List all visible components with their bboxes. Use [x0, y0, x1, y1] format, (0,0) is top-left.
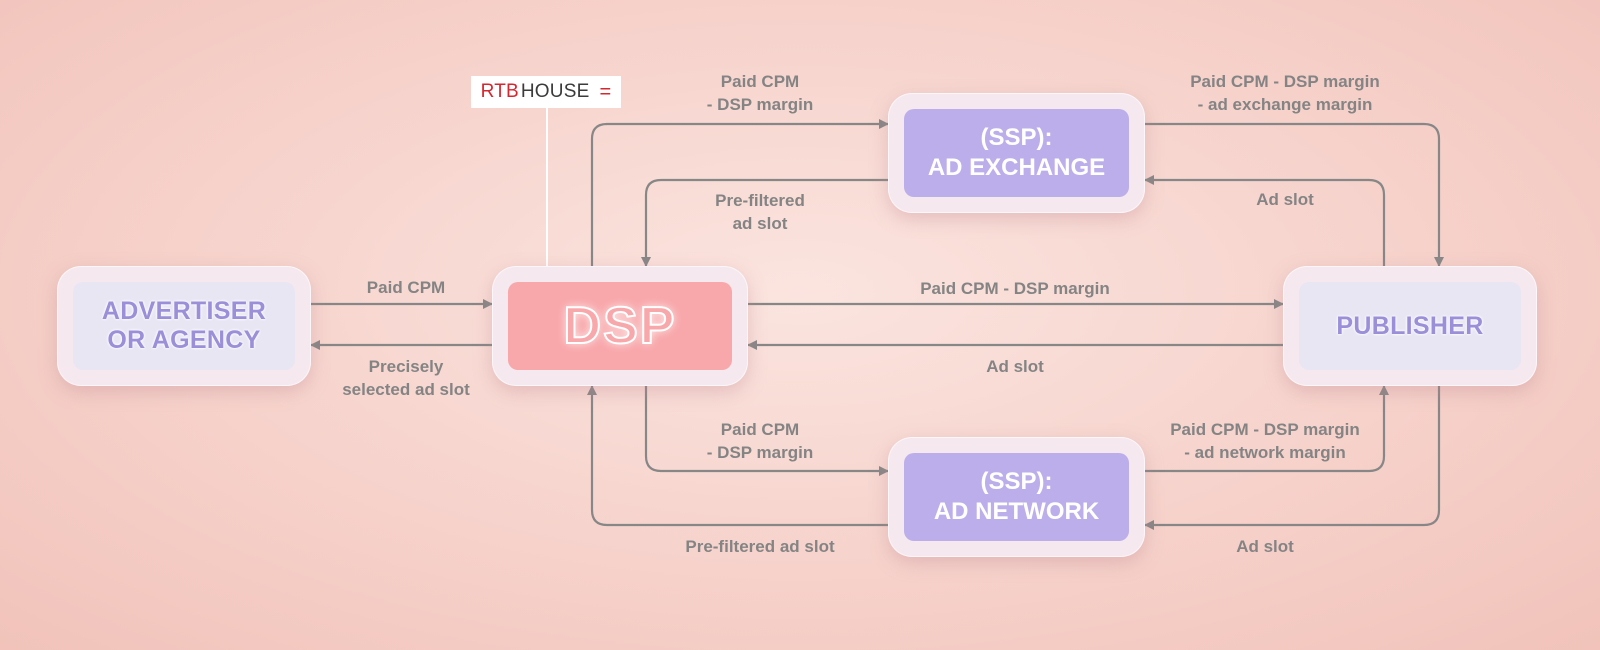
edge-label-text: Paid CPM — [366, 278, 446, 297]
edge-label-text: Pre-filtered — [715, 191, 805, 210]
edge-label-network-to-pub: Paid CPM - DSP margin - ad network margi… — [1150, 418, 1380, 464]
edge-label-text: - ad exchange margin — [1197, 95, 1373, 114]
edge-label-text: Precisely — [368, 357, 444, 376]
edge-label-text: Paid CPM — [720, 72, 800, 91]
edge-label-dsp-to-exchange: Paid CPM - DSP margin — [685, 70, 835, 116]
advertiser-label-line1: ADVERTISER — [101, 297, 267, 325]
arrow-network-to-pub — [1145, 385, 1389, 473]
edge-label-text: selected ad slot — [342, 380, 470, 399]
arrow-dsp-to-exchange — [590, 119, 889, 266]
edge-label-text: - DSP margin — [706, 443, 814, 462]
edge-label-text: Pre-filtered ad slot — [685, 537, 835, 556]
dsp-label: DSP — [563, 296, 677, 356]
logo-house-text: HOUSE — [520, 81, 590, 102]
edge-label-exchange-to-pub: Paid CPM - DSP margin - ad exchange marg… — [1170, 70, 1400, 116]
publisher-label: PUBLISHER — [1336, 311, 1484, 340]
ad-exchange-label-line2: AD EXCHANGE — [927, 154, 1106, 181]
edge-label-text: - DSP margin — [706, 95, 814, 114]
edge-label-text: - ad network margin — [1184, 443, 1346, 462]
arrow-pub-to-network — [1144, 386, 1441, 530]
edge-label-network-to-dsp: Pre-filtered ad slot — [660, 535, 860, 558]
advertiser-label-line2: OR AGENCY — [107, 326, 261, 354]
edge-label-adv-to-dsp: Paid CPM — [331, 276, 481, 299]
arrow-pub-to-exchange — [1144, 175, 1386, 266]
arrow-dsp-to-network — [644, 386, 889, 476]
edge-label-text: Ad slot — [1236, 537, 1294, 556]
arrow-exchange-to-pub — [1145, 122, 1444, 267]
ad-exchange-label-line1: (SSP): — [980, 124, 1053, 151]
edge-label-text: Ad slot — [1256, 190, 1314, 209]
edge-label-text: Paid CPM — [720, 420, 800, 439]
edge-label-pub-to-network: Ad slot — [1210, 535, 1320, 558]
edge-label-dsp-to-network: Paid CPM - DSP margin — [685, 418, 835, 464]
rtb-house-logo: RTB HOUSE = — [471, 76, 621, 108]
edge-label-text: Ad slot — [986, 357, 1044, 376]
node-publisher-body: PUBLISHER — [1299, 282, 1521, 370]
node-publisher: PUBLISHER — [1283, 266, 1537, 386]
edge-label-dsp-to-adv: Precisely selected ad slot — [326, 355, 486, 401]
arrow-network-to-dsp — [587, 385, 888, 527]
ad-network-label-line2: AD NETWORK — [933, 498, 1100, 525]
node-advertiser-body: ADVERTISER OR AGENCY — [73, 282, 295, 370]
node-ad-network: (SSP): AD NETWORK — [888, 437, 1145, 557]
node-dsp: DSP — [492, 266, 748, 386]
edge-label-exchange-to-dsp: Pre-filtered ad slot — [685, 189, 835, 235]
ad-network-label-line1: (SSP): — [980, 468, 1053, 495]
logo-rtb-text: RTB — [480, 81, 519, 102]
edge-label-text: Paid CPM - DSP margin — [1190, 72, 1380, 91]
node-ad-network-body: (SSP): AD NETWORK — [904, 453, 1129, 541]
node-advertiser: ADVERTISER OR AGENCY — [57, 266, 311, 386]
edge-label-text: ad slot — [732, 214, 788, 233]
node-dsp-body: DSP — [508, 282, 732, 370]
edge-label-pub-to-exchange: Ad slot — [1230, 188, 1340, 211]
edge-label-pub-to-dsp: Ad slot — [960, 355, 1070, 378]
arrow-exchange-to-dsp — [641, 178, 888, 267]
logo-mark: = — [599, 80, 612, 103]
node-ad-exchange-body: (SSP): AD EXCHANGE — [904, 109, 1129, 197]
edge-label-text: Paid CPM - DSP margin — [1170, 420, 1360, 439]
edge-label-text: Paid CPM - DSP margin — [920, 279, 1110, 298]
edge-label-dsp-to-pub: Paid CPM - DSP margin — [900, 277, 1130, 300]
node-ad-exchange: (SSP): AD EXCHANGE — [888, 93, 1145, 213]
